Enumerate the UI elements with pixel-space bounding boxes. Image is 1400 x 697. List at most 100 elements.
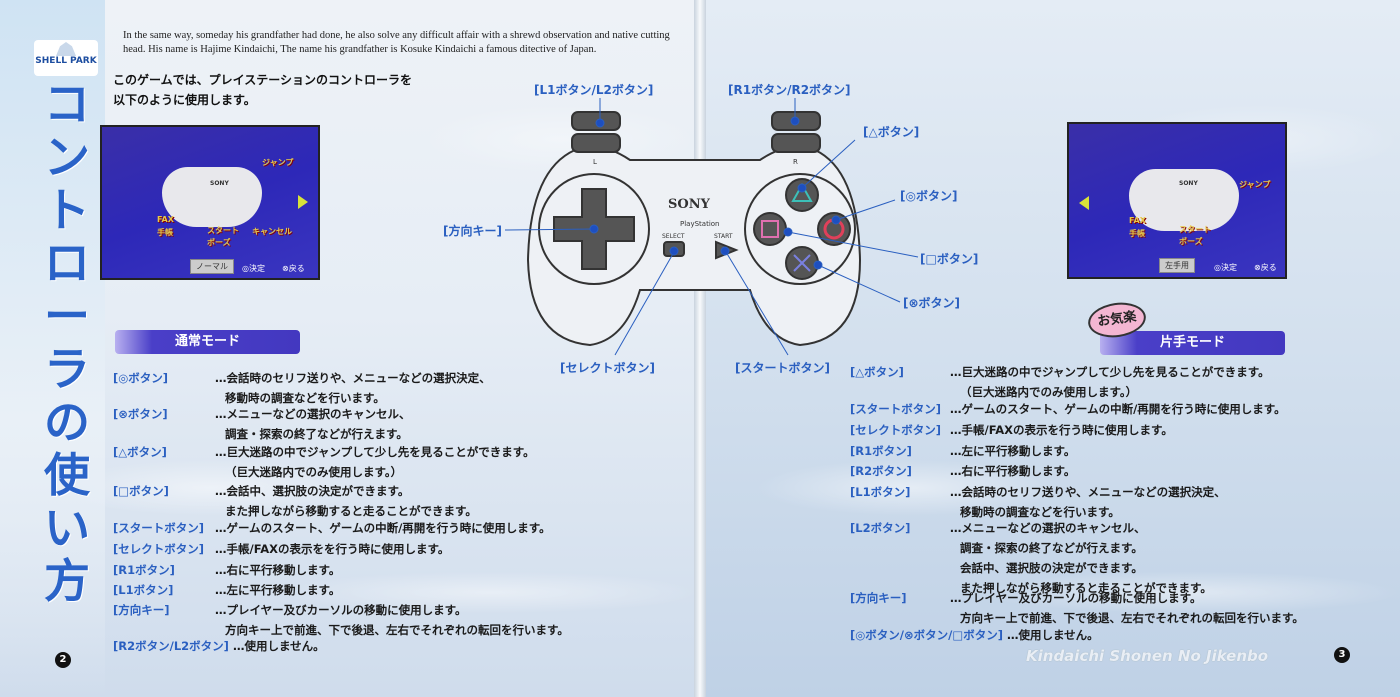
shot-label: キャンセル bbox=[252, 227, 292, 236]
shot-label: ジャンプ bbox=[1239, 180, 1271, 189]
mode-button: 左手用 bbox=[1159, 258, 1195, 273]
select-text: SELECT bbox=[662, 233, 685, 240]
one-hand-mode-header: 片手モード bbox=[1100, 331, 1285, 355]
control-key: [L2ボタン] bbox=[850, 521, 911, 535]
r-text: R bbox=[793, 158, 798, 166]
confirm-hint: ◎決定 bbox=[1214, 263, 1237, 272]
control-description: …メニューなどの選択のキャンセル、 bbox=[215, 407, 411, 421]
r1-button bbox=[771, 133, 821, 153]
control-description: …ゲームのスタート、ゲームの中断/再開を行う時に使用します。 bbox=[215, 521, 551, 535]
control-description: …手帳/FAXの表示を行う時に使用します。 bbox=[950, 423, 1173, 437]
controller-image bbox=[162, 167, 262, 227]
control-description: …使用しません。 bbox=[233, 639, 325, 653]
control-description: また押しながら移動すると走ることができます。 bbox=[225, 504, 477, 518]
control-description: …ゲームのスタート、ゲームの中断/再開を行う時に使用します。 bbox=[950, 402, 1286, 416]
buttons-well bbox=[744, 173, 856, 285]
triangle-icon bbox=[791, 182, 813, 202]
control-description: …手帳/FAXの表示をを行う時に使用します。 bbox=[215, 542, 450, 556]
sony-logo: SONY bbox=[668, 197, 711, 212]
control-key: [△ボタン] bbox=[113, 445, 167, 459]
control-key: [方向キー] bbox=[850, 591, 907, 605]
start-label: [スタートボタン] bbox=[735, 361, 830, 375]
shot-label: ポーズ bbox=[207, 238, 231, 247]
control-key: [スタートボタン] bbox=[850, 402, 942, 416]
shot-label: FAX bbox=[157, 215, 174, 224]
l1-button bbox=[571, 133, 621, 153]
shot-label: FAX bbox=[1129, 216, 1146, 225]
control-description: …会話時のセリフ送りや、メニューなどの選択決定、 bbox=[950, 485, 1226, 499]
control-description: （巨大迷路内でのみ使用します。） bbox=[225, 465, 403, 479]
square-button bbox=[753, 212, 787, 246]
dpad-label: [方向キー] bbox=[443, 224, 502, 238]
control-description: …使用しません。 bbox=[1007, 628, 1099, 642]
controller-image bbox=[1129, 169, 1239, 231]
control-key: [R1ボタン] bbox=[850, 444, 912, 458]
intro-line: 以下のように使用します。 bbox=[113, 93, 256, 107]
triangle-label: [△ボタン] bbox=[863, 125, 920, 139]
r1-r2-label: [R1ボタン/R2ボタン] bbox=[728, 83, 851, 97]
shot-label: SONY bbox=[210, 180, 229, 187]
control-description: また押しながら移動すると走ることができます。 bbox=[960, 581, 1212, 595]
control-key: [セレクトボタン] bbox=[113, 542, 205, 556]
confirm-hint: ◎決定 bbox=[242, 264, 265, 273]
shot-label: 手帳 bbox=[1129, 229, 1145, 238]
control-description: …右に平行移動します。 bbox=[215, 563, 341, 577]
control-key: [⊗ボタン] bbox=[113, 407, 168, 421]
page-number: 3 bbox=[1334, 647, 1350, 663]
control-description: 移動時の調査などを行います。 bbox=[960, 505, 1120, 519]
shell-park-logo: SHELL PARK bbox=[34, 40, 98, 76]
control-key: [L1ボタン] bbox=[113, 583, 174, 597]
start-text: START bbox=[714, 233, 733, 240]
control-key: [スタートボタン] bbox=[113, 521, 205, 535]
shot-label: スタート bbox=[1179, 225, 1211, 234]
control-description: 調査・探索の終了などが行えます。 bbox=[225, 427, 408, 441]
control-description: 調査・探索の終了などが行えます。 bbox=[960, 541, 1143, 555]
prev-arrow-icon bbox=[1079, 196, 1089, 210]
control-description: 会話中、選択肢の決定ができます。 bbox=[960, 561, 1143, 575]
control-key: [△ボタン] bbox=[850, 365, 904, 379]
circle-label: [◎ボタン] bbox=[900, 189, 958, 203]
control-description: （巨大迷路内でのみ使用します。） bbox=[960, 385, 1138, 399]
next-arrow-icon bbox=[298, 195, 308, 209]
control-description: …メニューなどの選択のキャンセル、 bbox=[950, 521, 1146, 535]
l1-l2-label: [L1ボタン/L2ボタン] bbox=[534, 83, 654, 97]
one-hand-mode-screenshot: SONY FAX 手帳 スタート ポーズ ジャンプ 左手用 ◎決定 ⊗戻る bbox=[1067, 122, 1287, 279]
control-key: [R2ボタン] bbox=[850, 464, 912, 478]
normal-mode-header: 通常モード bbox=[115, 330, 300, 354]
dpad-well bbox=[538, 173, 650, 285]
control-key: [R1ボタン] bbox=[113, 563, 175, 577]
control-key: [L1ボタン] bbox=[850, 485, 911, 499]
control-description: …左に平行移動します。 bbox=[950, 444, 1076, 458]
normal-mode-screenshot: SONY ジャンプ FAX 手帳 スタート ポーズ キャンセル ノーマル ◎決定… bbox=[100, 125, 320, 280]
shot-label: ジャンプ bbox=[262, 158, 294, 167]
shot-label: 手帳 bbox=[157, 228, 173, 237]
leader-lines bbox=[504, 98, 919, 356]
triangle-button bbox=[785, 178, 819, 212]
control-key: [◎ボタン/⊗ボタン/□ボタン] bbox=[850, 628, 1003, 642]
shot-label: SONY bbox=[1179, 180, 1198, 187]
face-buttons bbox=[753, 178, 851, 280]
control-description: …左に平行移動します。 bbox=[215, 583, 341, 597]
control-description: …巨大迷路の中でジャンプして少し先を見ることができます。 bbox=[950, 365, 1270, 379]
cross-icon bbox=[793, 254, 811, 272]
select-label: [セレクトボタン] bbox=[560, 361, 655, 375]
circle-button bbox=[817, 212, 851, 246]
control-key: [セレクトボタン] bbox=[850, 423, 942, 437]
page-number: 2 bbox=[55, 652, 71, 668]
shot-label: スタート bbox=[207, 226, 239, 235]
control-description: 方向キー上で前進、下で後退、左右でそれぞれの転回を行います。 bbox=[960, 611, 1304, 625]
square-icon bbox=[761, 220, 779, 238]
square-label: [□ボタン] bbox=[920, 252, 979, 266]
l-text: L bbox=[593, 158, 597, 166]
title-sidebar bbox=[0, 0, 105, 697]
game-title-footer: Kindaichi Shonen No Jikenbo bbox=[1026, 647, 1269, 665]
back-hint: ⊗戻る bbox=[1254, 263, 1277, 272]
english-intro: In the same way, someday his grandfather… bbox=[123, 30, 670, 55]
control-description: …会話中、選択肢の決定ができます。 bbox=[215, 484, 410, 498]
playstation-logo: PlayStation bbox=[680, 220, 719, 228]
mode-button: ノーマル bbox=[190, 259, 234, 274]
back-hint: ⊗戻る bbox=[282, 264, 305, 273]
shot-label: ポーズ bbox=[1179, 237, 1203, 246]
control-description: …プレイヤー及びカーソルの移動に使用します。 bbox=[215, 603, 467, 617]
